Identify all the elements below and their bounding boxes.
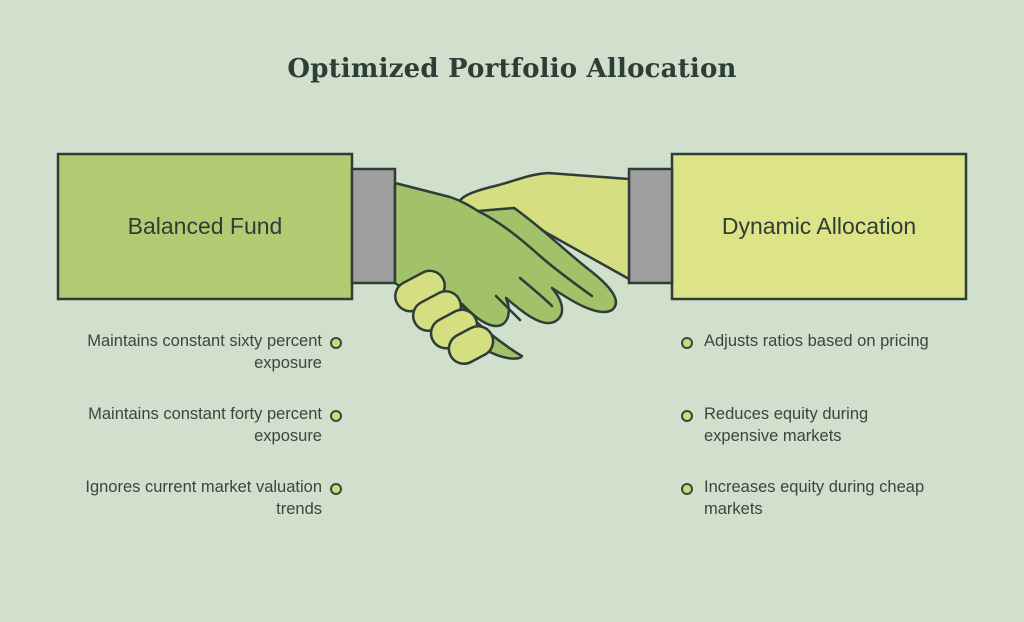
- bullet-dot-icon: [330, 483, 342, 495]
- bullet-text: Reduces equity during expensive markets: [704, 405, 869, 445]
- bullet-text: Ignores current market valuation trends: [85, 478, 322, 518]
- dynamic-allocation-box: [670, 152, 968, 301]
- left-cuff: [350, 167, 397, 285]
- bullet-dot-icon: [330, 410, 342, 422]
- list-item: Ignores current market valuation trends: [60, 476, 342, 549]
- finger-line: [494, 294, 522, 322]
- list-item: Reduces equity during expensive markets: [681, 403, 934, 476]
- list-item: Adjusts ratios based on pricing: [681, 330, 934, 403]
- bullet-dot-icon: [330, 337, 342, 349]
- finger: [447, 324, 495, 366]
- bullet-text: Adjusts ratios based on pricing: [704, 332, 929, 350]
- list-item: Maintains constant sixty percent exposur…: [60, 330, 342, 403]
- balanced-fund-box: [56, 152, 354, 301]
- right-cuff: [627, 167, 674, 285]
- dynamic-allocation-label: Dynamic Allocation: [721, 213, 917, 239]
- list-item: Maintains constant forty percent exposur…: [60, 403, 342, 476]
- finger-line: [518, 276, 554, 308]
- bullet-text: Maintains constant sixty percent exposur…: [87, 332, 322, 372]
- list-item: Increases equity during cheap markets: [681, 476, 934, 549]
- finger-line: [538, 254, 594, 298]
- dynamic-allocation-bullets: Adjusts ratios based on pricing Reduces …: [681, 330, 934, 549]
- balanced-fund-label: Balanced Fund: [127, 213, 283, 239]
- bullet-dot-icon: [681, 483, 693, 495]
- finger-line: [476, 209, 542, 258]
- balanced-fund-bullets: Maintains constant sixty percent exposur…: [60, 330, 342, 549]
- bullet-text: Increases equity during cheap markets: [704, 478, 925, 518]
- bullet-dot-icon: [681, 337, 693, 349]
- bullet-dot-icon: [681, 410, 693, 422]
- bullet-text: Maintains constant forty percent exposur…: [88, 405, 322, 445]
- page-title: Optimized Portfolio Allocation: [287, 54, 737, 84]
